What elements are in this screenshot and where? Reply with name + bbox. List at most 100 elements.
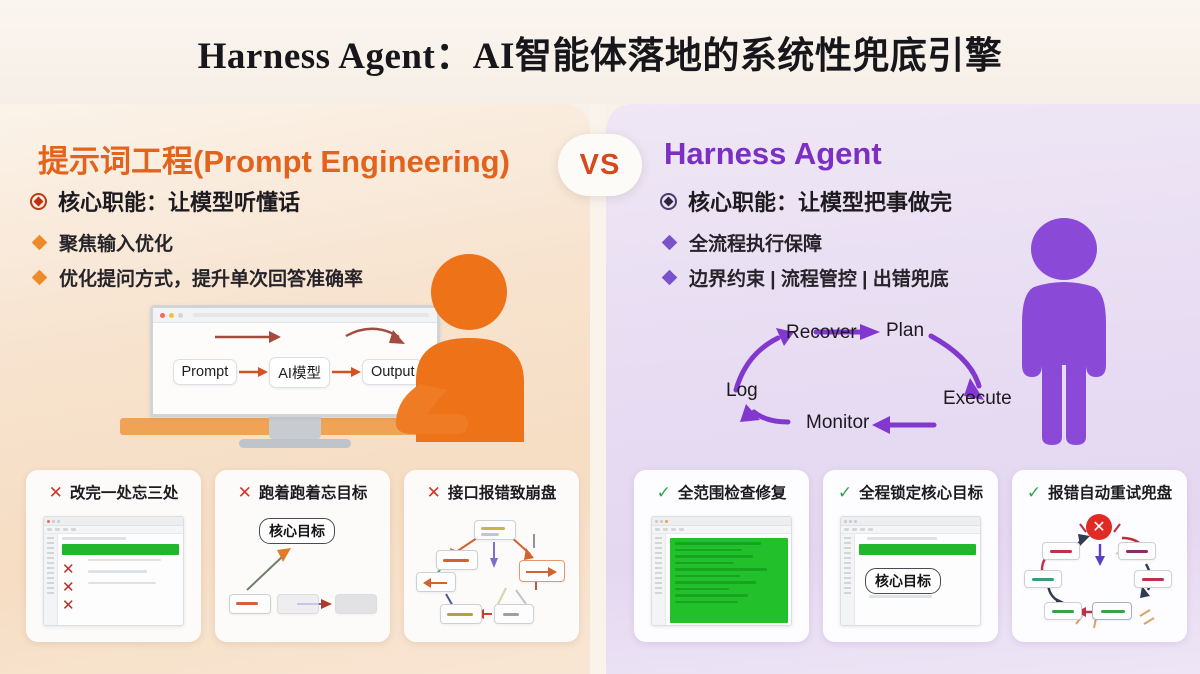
window-body (652, 534, 791, 625)
retry-node (1118, 542, 1156, 560)
arrow-right-icon (331, 367, 361, 377)
flow-node (416, 572, 456, 592)
person-orange-icon (395, 254, 524, 442)
window-body: ✕ ✕ ✕ (44, 534, 183, 625)
diamond-bullet-icon (661, 234, 678, 251)
card-title: 全程锁定核心目标 (859, 485, 984, 502)
window-close-dot-icon (160, 312, 165, 318)
monitor-screen: Prompt AI模型 Output (150, 305, 440, 417)
address-bar (193, 313, 429, 317)
left-card-row: ✕ 改完一处忘三处 (26, 470, 579, 642)
cycle-node-monitor: Monitor (806, 412, 870, 433)
browser-chrome (153, 308, 437, 323)
arrow-right-icon (239, 367, 269, 377)
card-title: 改完一处忘三处 (69, 485, 179, 502)
retry-node (1024, 570, 1062, 588)
left-sub-bullet-1: 聚焦输入优化 (30, 229, 550, 256)
mini-editor-window: ✕ ✕ ✕ (43, 516, 184, 626)
cross-icon: ✕ (426, 482, 441, 502)
right-heading: Harness Agent (664, 136, 882, 171)
flow-node (494, 604, 534, 624)
flow-node (474, 520, 516, 540)
goal-pill: 核心目标 (865, 568, 941, 594)
line-number-gutter (841, 534, 855, 625)
right-card-2[interactable]: ✓ 全程锁定核心目标 (823, 470, 998, 642)
right-card-1[interactable]: ✓ 全范围检查修复 (634, 470, 809, 642)
card-header: ✓ 报错自动重试兜盘 (1027, 481, 1172, 503)
person-purple-icon (1022, 218, 1106, 445)
cycle-node-recover: Recover (786, 322, 857, 343)
card-header: ✓ 全程锁定核心目标 (838, 481, 983, 503)
monitor-stand (269, 417, 321, 439)
check-icon: ✓ (656, 482, 671, 502)
execution-cycle-diagram: Plan Execute Monitor Log Recover (696, 312, 1016, 444)
left-sub-bullet-2: 优化提问方式，提升单次回答准确率 (30, 264, 550, 291)
cross-icon: ✕ (237, 482, 252, 502)
flow-node (436, 550, 478, 570)
window-toolbar (841, 526, 980, 534)
card-illustration (414, 512, 569, 630)
card-illustration: 核心目标 (225, 512, 380, 630)
diamond-bullet-icon (661, 269, 678, 286)
error-cross-icon: ✕ (62, 597, 75, 614)
page-title: Harness Agent：AI智能体落地的系统性兜底引擎 (197, 36, 1003, 77)
error-badge-icon: ✕ (1086, 514, 1112, 540)
retry-node (1044, 602, 1082, 620)
code-area (666, 534, 791, 625)
check-icon: ✓ (837, 482, 853, 502)
error-cross-icon: ✕ (62, 579, 75, 596)
window-toolbar (652, 526, 791, 534)
vs-badge: VS (558, 134, 642, 196)
card-header: ✕ 接口报错致崩盘 (427, 481, 557, 503)
right-sub-bullet-2: 边界约束 | 流程管控 | 出错兜底 (660, 264, 1140, 291)
window-maximize-dot-icon (178, 312, 183, 318)
error-cross-icon: ✕ (62, 561, 75, 578)
panel-divider (590, 104, 606, 674)
window-minimize-dot-icon (169, 312, 174, 318)
flow-node-highlight (519, 560, 565, 582)
left-heading: 提示词工程(Prompt Engineering) (38, 144, 510, 179)
cycle-node-execute: Execute (943, 388, 1012, 409)
flow-chip-output: Output (361, 359, 424, 385)
card-title: 接口报错致崩盘 (447, 485, 557, 502)
left-card-1[interactable]: ✕ 改完一处忘三处 (26, 470, 201, 642)
retry-node (1134, 570, 1172, 588)
right-main-bullet-text: 核心职能：让模型把事做完 (688, 190, 953, 215)
cross-icon: ✕ (48, 482, 63, 502)
green-highlight-row (62, 543, 179, 555)
monitor-illustration: Prompt AI模型 Output (150, 305, 440, 448)
right-main-bullet: 核心职能：让模型把事做完 (660, 185, 1140, 217)
cycle-node-log: Log (726, 380, 758, 401)
feedback-arrow-1-icon (215, 331, 281, 343)
cycle-node-plan: Plan (886, 320, 925, 341)
card-header: ✕ 改完一处忘三处 (49, 481, 179, 503)
cycle-arrows (733, 324, 984, 434)
card-title: 全范围检查修复 (677, 485, 787, 502)
flow-box-2 (277, 594, 319, 614)
feedback-arrow-2-icon (345, 327, 405, 344)
diamond-bullet-icon (31, 269, 48, 286)
line-number-gutter (652, 534, 666, 625)
right-sub-bullet-1-text: 全流程执行保障 (689, 234, 823, 255)
left-bullet-list: 核心职能：让模型听懂话 聚焦输入优化 优化提问方式，提升单次回答准确率 (30, 185, 550, 299)
flow-box-1 (229, 594, 271, 614)
all-green-block (670, 538, 788, 623)
window-titlebar (44, 517, 183, 526)
ring-diamond-icon (660, 192, 677, 210)
left-card-3[interactable]: ✕ 接口报错致崩盘 (404, 470, 579, 642)
card-header: ✓ 全范围检查修复 (657, 481, 787, 503)
card-illustration: ✕ ✕ ✕ (36, 512, 191, 630)
ring-diamond-icon (30, 192, 47, 210)
card-illustration: ✕ (1022, 512, 1177, 630)
prompt-flow-row: Prompt AI模型 Output (153, 352, 443, 392)
vs-label: VS (579, 148, 621, 181)
retry-node (1042, 542, 1080, 560)
card-header: ✕ 跑着跑着忘目标 (238, 481, 368, 503)
card-illustration: 核心目标 (833, 512, 988, 630)
mini-editor-window (651, 516, 792, 626)
flow-node (440, 604, 482, 624)
card-illustration (644, 512, 799, 630)
left-card-2[interactable]: ✕ 跑着跑着忘目标 核心目标 (215, 470, 390, 642)
right-card-3[interactable]: ✓ 报错自动重试兜盘 (1012, 470, 1187, 642)
